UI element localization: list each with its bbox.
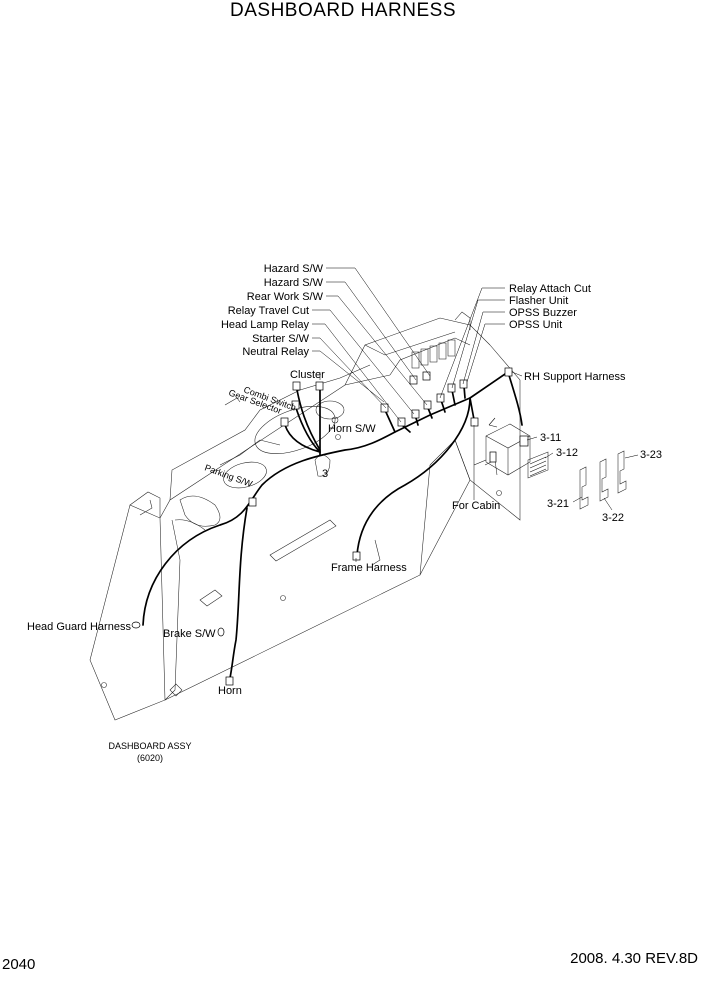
callout-labels: Hazard S/W Hazard S/W Rear Work S/W Rela… (27, 263, 662, 763)
label-relay-travel-cut: Relay Travel Cut (228, 305, 309, 317)
clip-parts (579, 450, 627, 510)
page-number: 2040 (2, 956, 35, 973)
label-part-3-23: 3-23 (640, 449, 662, 461)
label-flasher-unit: Flasher Unit (509, 295, 568, 307)
assembly-code: (6020) (137, 753, 163, 763)
part-3-12-plate (527, 451, 549, 479)
label-opss-buzzer: OPSS Buzzer (509, 307, 577, 319)
label-horn: Horn (218, 685, 242, 697)
leader-lines (312, 267, 639, 562)
label-for-cabin: For Cabin (452, 500, 500, 512)
label-item-3: 3 (322, 468, 328, 480)
label-part-3-11: 3-11 (540, 432, 561, 444)
harness-wires (142, 371, 523, 684)
label-relay-attach-cut: Relay Attach Cut (509, 283, 591, 295)
label-opss-unit: OPSS Unit (509, 319, 562, 331)
assembly-name: DASHBOARD ASSY (108, 741, 191, 751)
date-revision: 2008. 4.30 REV.8D (570, 950, 698, 967)
label-rh-support-harness: RH Support Harness (524, 371, 626, 383)
label-starter-sw: Starter S/W (252, 333, 309, 345)
label-parking-sw: Parking S/W (203, 462, 254, 489)
label-frame-harness: Frame Harness (331, 562, 407, 574)
label-brake-sw: Brake S/W (163, 628, 216, 640)
label-cluster: Cluster (290, 369, 325, 381)
label-horn-sw: Horn S/W (328, 423, 376, 435)
label-part-3-21: 3-21 (547, 498, 569, 510)
label-rear-work-sw: Rear Work S/W (247, 291, 324, 303)
label-head-lamp-relay: Head Lamp Relay (221, 319, 310, 331)
label-hazard-sw-1: Hazard S/W (264, 263, 324, 275)
label-part-3-22: 3-22 (602, 512, 624, 524)
diagram-title: DASHBOARD HARNESS (230, 0, 456, 21)
dashboard-outline (89, 311, 521, 721)
label-neutral-relay: Neutral Relay (242, 346, 309, 358)
label-hazard-sw-2: Hazard S/W (264, 277, 324, 289)
connectors (131, 367, 513, 686)
label-head-guard-harness: Head Guard Harness (27, 621, 131, 633)
label-part-3-12: 3-12 (556, 447, 578, 459)
opss-module (473, 417, 531, 476)
